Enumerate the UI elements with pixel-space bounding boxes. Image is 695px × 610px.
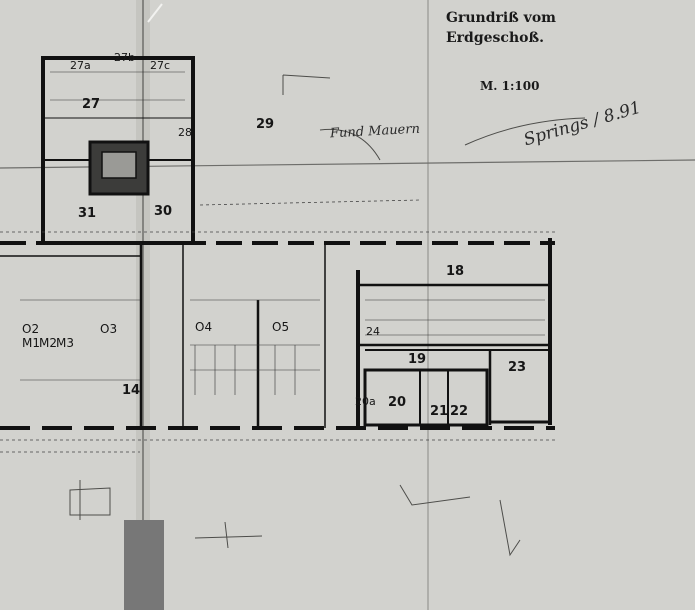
drawing-scale: M. 1:100 — [480, 79, 540, 93]
room-label-M3: M3 — [56, 336, 74, 350]
dimension-lines — [0, 199, 555, 453]
room-label-31: 31 — [78, 206, 97, 221]
dark-post-bottom — [124, 520, 164, 610]
block-19-20 — [363, 368, 489, 427]
drawing-title-line1: Grundriß vom — [446, 10, 556, 26]
room-label-21: 21 — [430, 404, 449, 419]
pencil-sketches — [69, 74, 586, 557]
room-label-14: 14 — [122, 383, 141, 398]
room-label-M2: M2 — [39, 336, 57, 350]
room-label-M1: M1 — [22, 336, 40, 350]
scratch-mark — [147, 3, 163, 23]
room-label-22: 22 — [450, 404, 469, 419]
room-label-O5: O5 — [272, 320, 290, 334]
room-label-18: 18 — [446, 264, 465, 279]
room-label-28: 28 — [178, 126, 192, 139]
room-label-27b: 27b — [114, 51, 135, 64]
room-label-24: 24 — [366, 325, 380, 338]
room-label-29: 29 — [256, 117, 275, 132]
room-label-O2: O2 — [22, 322, 40, 336]
room-label-27a: 27a — [70, 59, 91, 72]
walls — [0, 56, 555, 430]
room-label-23: 23 — [508, 360, 527, 375]
room-label-O3: O3 — [100, 322, 118, 336]
room-label-27: 27 — [82, 97, 101, 112]
room-label-27c: 27c — [150, 59, 171, 72]
room-label-20: 20 — [388, 395, 407, 410]
interior-grid — [20, 71, 545, 395]
room-label-20a: 20a — [355, 395, 376, 408]
room-label-19: 19 — [408, 352, 427, 367]
room-label-30: 30 — [154, 204, 173, 219]
stair-core-inner — [101, 151, 137, 179]
drawing-title-line2: Erdgeschoß. — [446, 30, 544, 46]
room-label-O4: O4 — [195, 320, 213, 334]
